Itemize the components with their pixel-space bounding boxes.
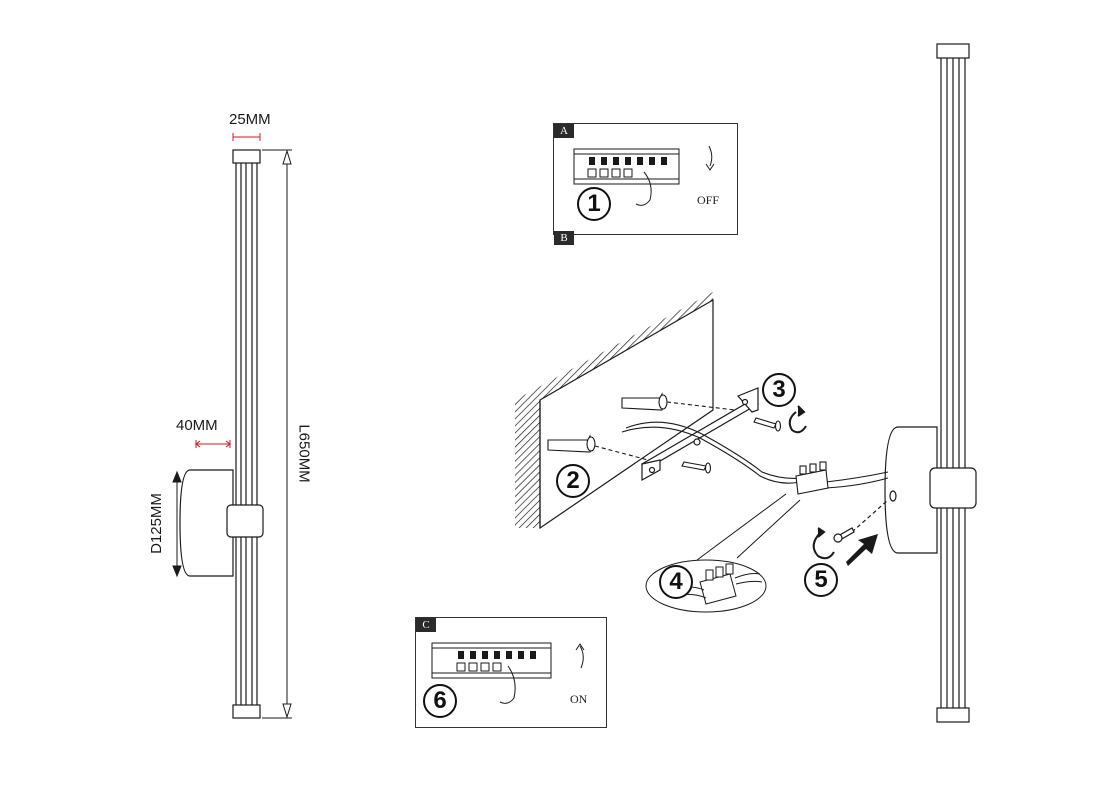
bracket-screws [681,417,782,474]
dim-bracket-depth-label: 40MM [176,417,218,434]
dim-tube-diameter-label: 25MM [229,111,271,128]
panel-tag-b: B [554,231,574,245]
step-2-badge: 2 [556,464,590,498]
wall-plugs [547,392,736,461]
lamp-tube-left [232,149,261,719]
rotate-arrow-step5 [812,527,835,560]
push-arrow-step5 [846,534,878,566]
wall [515,292,714,530]
wiring [621,421,889,489]
lamp-tube-right [936,43,970,723]
dim-base-diameter-arrow [172,470,182,578]
step-6-badge: 6 [423,684,457,718]
mounting-bracket [640,387,760,482]
step-3-badge: 3 [762,373,796,407]
lamp-base-right [884,426,977,554]
dim-length-arrow [262,149,292,719]
dim-40mm-marker [195,440,231,448]
step-1-badge: 1 [577,187,611,221]
breaker-on-label: ON [570,692,588,706]
panel-tag-a: A [554,124,574,138]
step-5-badge: 5 [804,563,838,597]
terminal-block [795,461,829,495]
step-4-badge: 4 [659,565,693,599]
dim-25mm-marker [232,133,261,141]
breaker-panel-icon [431,642,585,704]
breaker-panel-icon [573,145,715,206]
lamp-base-left [179,469,264,577]
rotate-arrow-step3 [788,405,807,434]
panel-breaker-off [553,123,738,235]
mounting-screw [833,499,889,543]
panel-tag-c: C [416,618,436,632]
breaker-off-label: OFF [697,193,720,207]
